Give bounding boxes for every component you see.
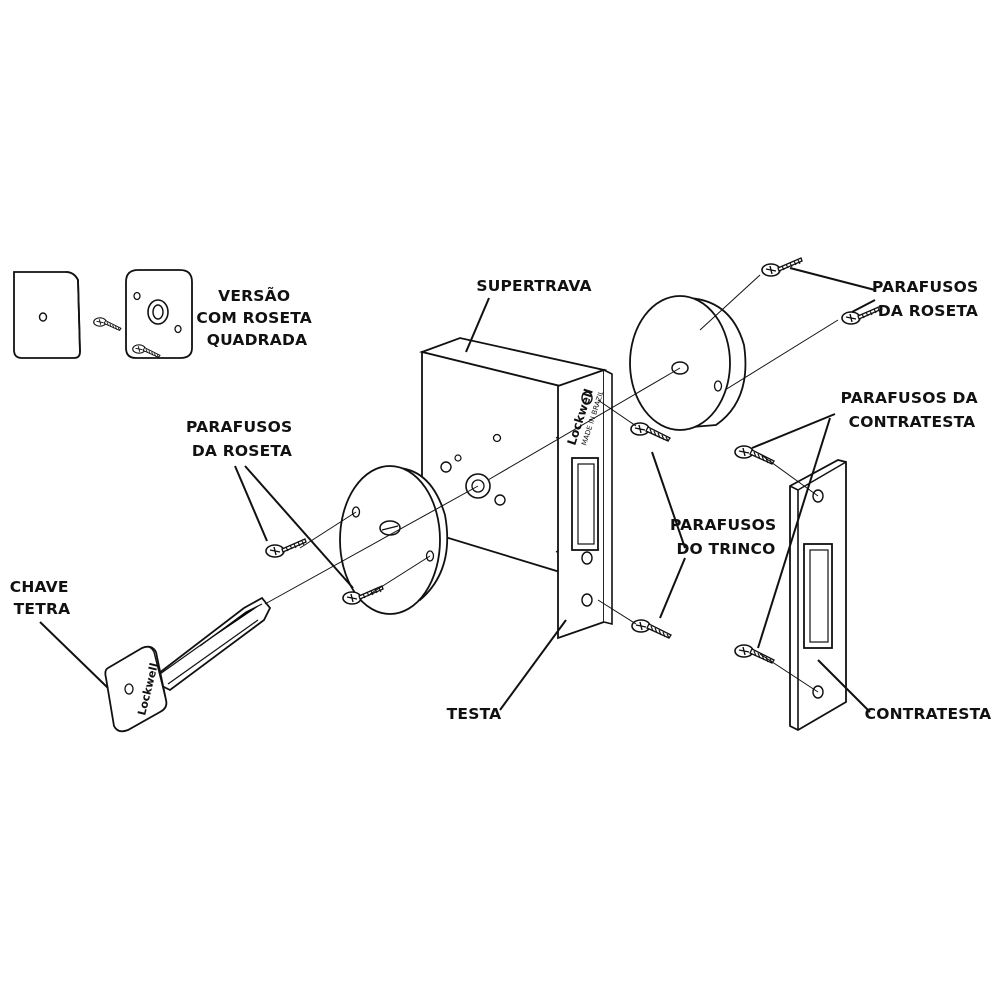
label-versao: VERSÃO COM ROSETA QUADRADA	[196, 286, 317, 349]
label-parafusos-da-roseta-left: PARAFUSOS DA ROSETA	[186, 418, 298, 460]
faceplate-testa: Lockwell MADE IN BRAZIL	[557, 368, 613, 640]
strike-screw-icon	[734, 644, 775, 664]
leader-lines	[39, 267, 876, 713]
round-rosette-left	[339, 465, 449, 615]
label-parafusos-da-contratesta: PARAFUSOS DA CONTRATESTA	[841, 389, 984, 431]
latch-screw-icon	[631, 619, 672, 639]
alignment-lines	[264, 274, 839, 693]
strike-plate-contratesta	[789, 459, 847, 732]
label-supertrava: SUPERTRAVA	[476, 277, 591, 295]
label-testa: TESTA	[447, 705, 502, 723]
square-rosette-drilled	[125, 269, 193, 359]
square-rosette-screw-icon	[93, 317, 122, 331]
label-parafusos-da-roseta-right: PARAFUSOS DA ROSETA	[872, 278, 984, 320]
rosette-screw-icon	[761, 257, 803, 277]
label-parafusos-do-trinco: PARAFUSOS DO TRINCO	[670, 516, 782, 558]
rosette-screw-icon	[841, 305, 883, 325]
label-contratesta: CONTRATESTA	[865, 705, 992, 723]
square-rosette-blank	[13, 271, 81, 359]
round-rosette-right	[629, 295, 747, 431]
key-chave-tetra: Lockwell	[104, 596, 272, 733]
label-chave-tetra: CHAVE TETRA	[10, 578, 75, 618]
strike-screw-icon	[734, 445, 775, 465]
